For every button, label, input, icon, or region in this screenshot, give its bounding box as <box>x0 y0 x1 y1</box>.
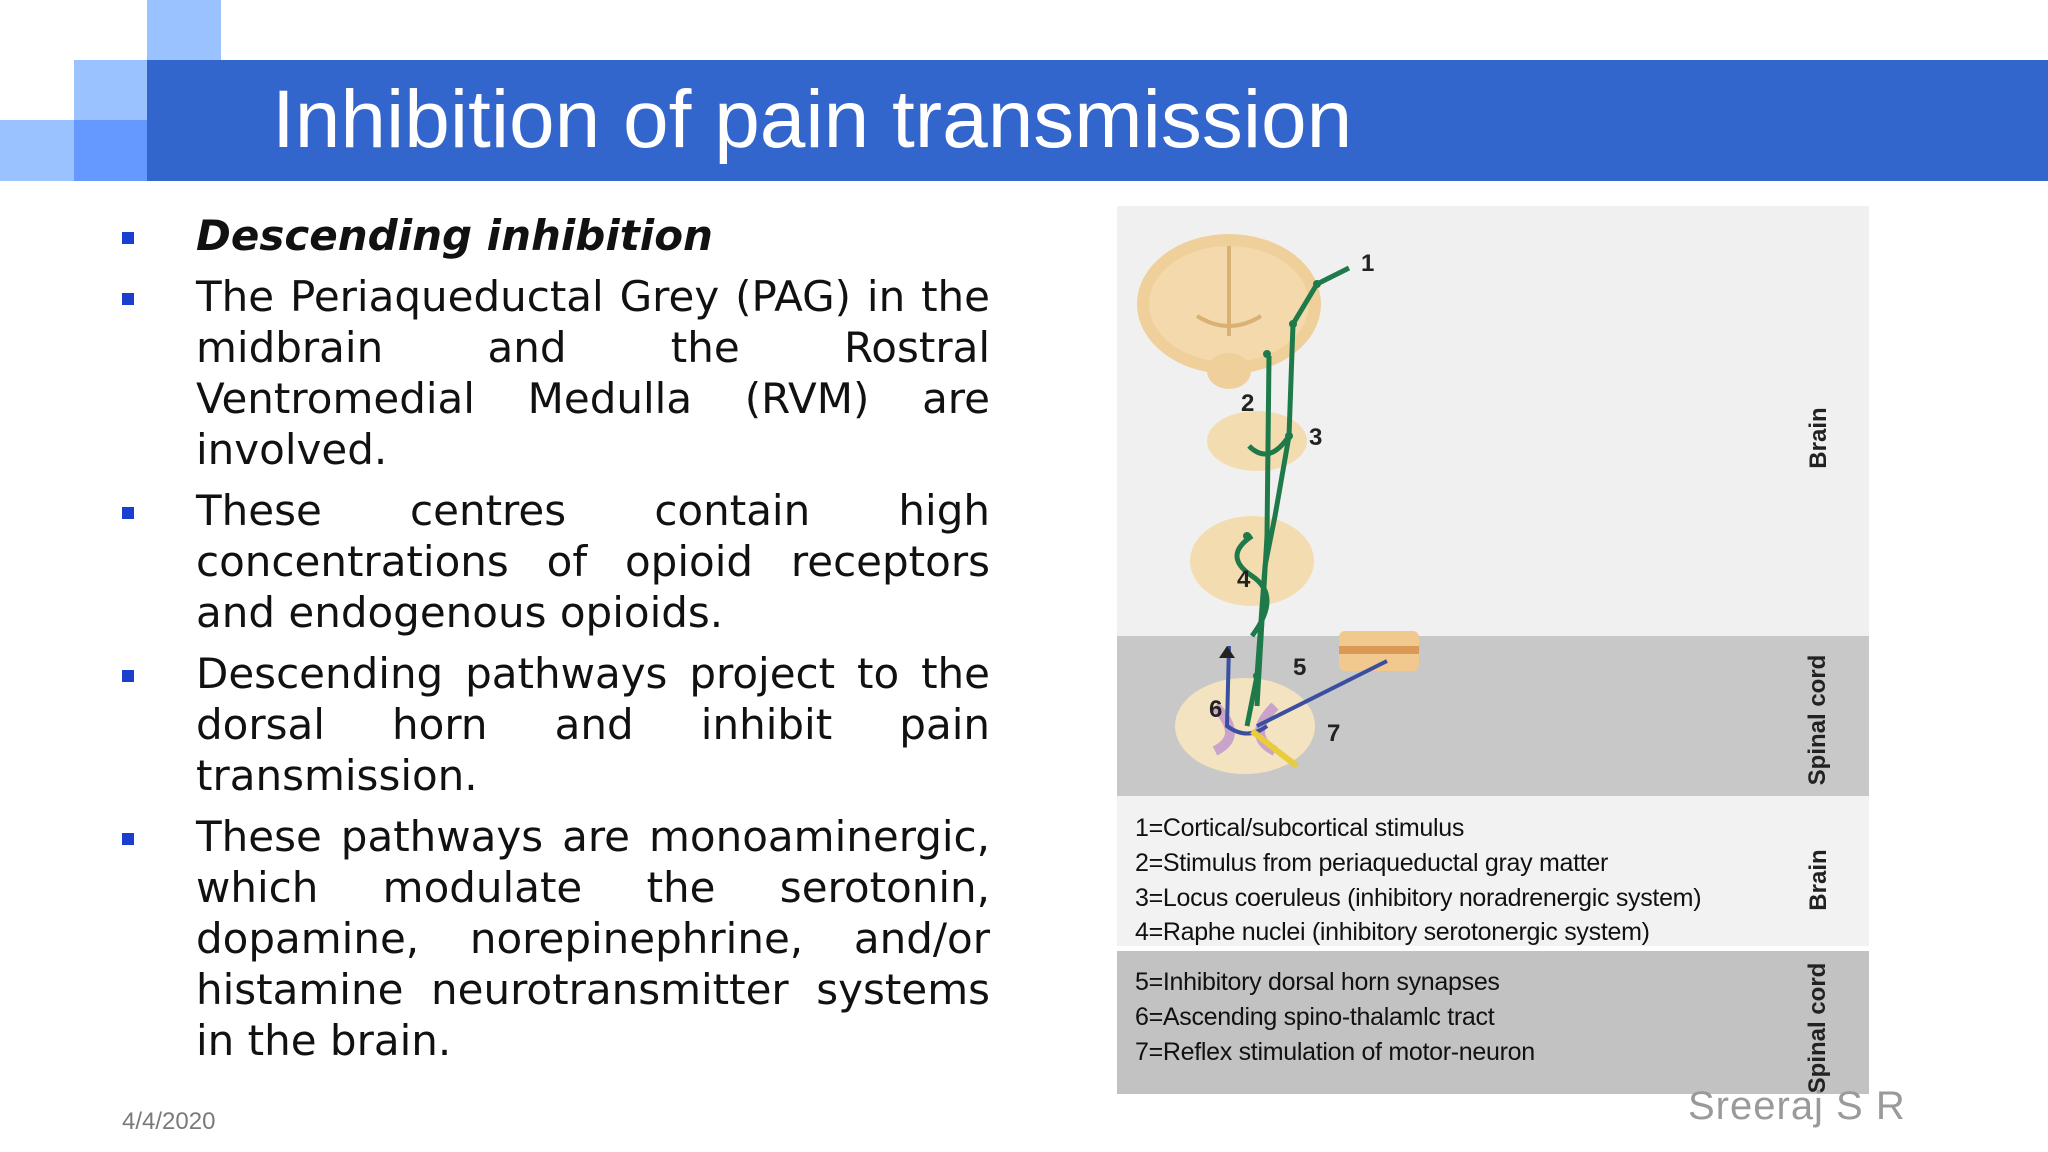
legend-item: 5=Inhibitory dorsal horn synapses <box>1135 968 1500 996</box>
bullet-text: Descending inhibition <box>196 211 713 260</box>
bullet-item: These pathways are monoaminergic, which … <box>110 811 990 1066</box>
figure-number: 7 <box>1327 720 1341 747</box>
bullet-text: The Periaqueductal Grey (PAG) in the mid… <box>196 272 990 474</box>
legend-item: 3=Locus coeruleus (inhibitory noradrener… <box>1135 884 1702 912</box>
slide-date: 4/4/2020 <box>122 1108 216 1135</box>
pain-pathway-figure: 1 2 3 4 5 6 7 Brain Spinal cord Brain Sp… <box>1117 206 1869 1094</box>
bullet-list: Descending inhibition The Periaqueductal… <box>110 210 990 1076</box>
bullet-marker-icon <box>122 507 134 519</box>
bullet-text: These pathways are monoaminergic, which … <box>196 812 990 1065</box>
bullet-item: The Periaqueductal Grey (PAG) in the mid… <box>110 271 990 475</box>
bullet-item: Descending pathways project to the dorsa… <box>110 648 990 801</box>
legend-item: 6=Ascending spino-thalamlc tract <box>1135 1003 1495 1031</box>
bullet-marker-icon <box>122 670 134 682</box>
ascending-pathways <box>1224 645 1388 736</box>
slide-title: Inhibition of pain transmission <box>272 74 1353 165</box>
bullet-text: Descending pathways project to the dorsa… <box>196 649 990 800</box>
legend-item: 1=Cortical/subcortical stimulus <box>1135 814 1465 842</box>
figure-number: 1 <box>1361 250 1375 277</box>
bullet-marker-icon <box>122 232 134 244</box>
side-label-brain: Brain <box>1805 849 1832 911</box>
bullet-marker-icon <box>122 293 134 305</box>
figure-number: 6 <box>1209 696 1223 723</box>
descending-pathways <box>1234 265 1351 727</box>
pathway-diagram <box>1117 206 1869 1094</box>
legend-item: 4=Raphe nuclei (inhibitory serotonergic … <box>1135 918 1650 946</box>
figure-number: 3 <box>1309 424 1323 451</box>
bullet-marker-icon <box>122 833 134 845</box>
bullet-item: These centres contain high concentration… <box>110 485 990 638</box>
legend-item: 2=Stimulus from periaqueductal gray matt… <box>1135 849 1609 877</box>
side-label-spinal-cord: Spinal cord <box>1804 654 1831 786</box>
side-label-spinal-cord: Spinal cord <box>1804 962 1831 1094</box>
brain-section <box>1137 234 1321 389</box>
bullet-text: These centres contain high concentration… <box>196 486 990 637</box>
figure-number: 4 <box>1237 566 1251 593</box>
midbrain-slice <box>1207 411 1307 471</box>
figure-number: 5 <box>1293 654 1307 681</box>
medulla-slice <box>1190 516 1314 606</box>
slide-author: Sreeraj S R <box>1688 1084 1906 1128</box>
legend-item: 7=Reflex stimulation of motor-neuron <box>1135 1038 1535 1066</box>
bullet-item: Descending inhibition <box>110 210 990 261</box>
arrow-up-icon <box>1219 646 1235 658</box>
figure-number: 2 <box>1241 390 1255 417</box>
spinal-cord-section <box>1175 678 1315 774</box>
side-label-brain: Brain <box>1805 407 1832 469</box>
title-bar <box>147 60 2048 181</box>
